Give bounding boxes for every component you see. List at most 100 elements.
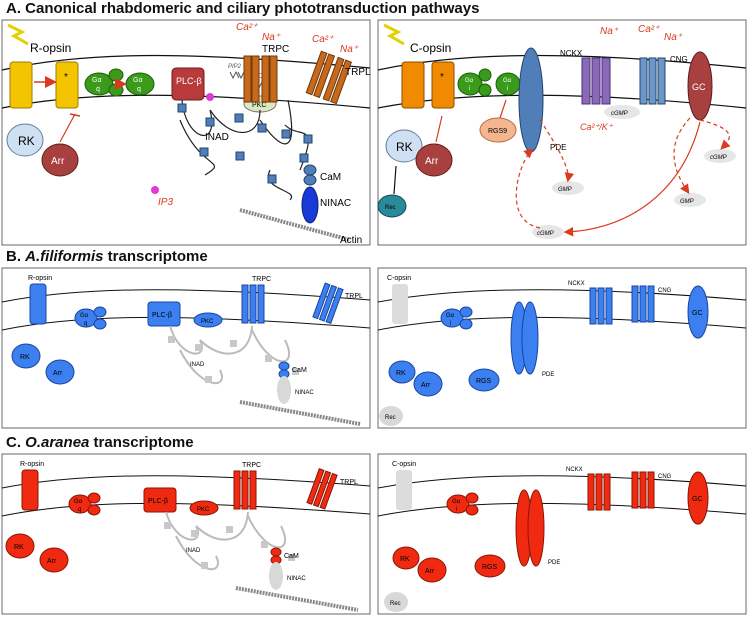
c-rk-c-label: RK (400, 556, 410, 563)
section-c-species: O.aranea (25, 434, 90, 451)
gi-sub: i (469, 86, 470, 92)
inad-label: INAD (205, 132, 229, 143)
c-rk (5, 533, 35, 559)
trpl-channel (330, 59, 353, 105)
c-rgs (474, 554, 506, 578)
c-c-opsin (396, 470, 412, 510)
b-cng (647, 285, 655, 323)
b-cam-label: CaM (292, 367, 307, 374)
rk-c-label: RK (396, 140, 413, 154)
rgs9 (479, 117, 517, 143)
panel-b-rhabdomeric: R-opsin Gα q PLC-β PKC TRPC TRPL INAD Ca… (1, 267, 371, 429)
section-b-species: A.filiformis (25, 248, 104, 265)
light-icon (7, 23, 29, 46)
c-c-opsin-label: C-opsin (392, 461, 416, 468)
b-nckx-label: NCKX (568, 281, 585, 287)
arr-label: Arr (51, 156, 65, 167)
r-opsin-star: * (64, 72, 68, 83)
section-b-title: B. A.filiformis transcriptome (6, 248, 208, 265)
trpl-na: Na⁺ (340, 44, 359, 55)
b-rk (11, 343, 41, 369)
trpl-label: TRPL (345, 67, 371, 78)
c-rec-label: Rec (390, 601, 401, 607)
ip3-dot (151, 186, 159, 194)
c-gi (465, 504, 479, 516)
gq-label: Gα (92, 77, 102, 84)
c-plcb (143, 487, 177, 513)
panel-a-ciliary: C-opsin * Gα i Gα i PDE NCKX Na⁺ Ca²⁺/K⁺… (377, 19, 747, 246)
cam-label: CaM (320, 172, 341, 183)
c-nckx-label: NCKX (566, 467, 583, 473)
c-trpc-label: TRPC (242, 462, 261, 469)
pkc-label: PKC (252, 102, 266, 109)
actin-label: Actin (340, 235, 362, 246)
c-ninac-label: NINAC (287, 576, 306, 582)
b-gq-sub: q (84, 321, 87, 327)
gi-label: Gα (465, 78, 474, 84)
c-rk-c (392, 546, 420, 570)
c-trpl-label: TRPL (340, 479, 358, 486)
b-gq-label: Gα (80, 313, 89, 319)
c-cng-label: CNG (658, 474, 672, 480)
c-cam-label: CaM (284, 553, 299, 560)
section-a-text: Canonical rhabdomeric and ciliary photot… (25, 0, 480, 17)
section-c-text: transcriptome (89, 434, 194, 451)
c-r-opsin-label: R-opsin (20, 461, 44, 468)
trpc-ca: Ca²⁺ (236, 22, 258, 33)
gq-active-label: Gα (133, 77, 143, 84)
panel-a-rhabdomeric: R-opsin * Gα q Gα q PLC-β PIP2 DAG PKC I… (1, 19, 371, 246)
b-plcb (147, 301, 181, 327)
rec (377, 194, 407, 218)
c-rec (384, 592, 408, 612)
c-rgs-label: RGS (482, 564, 498, 571)
b-pde-label: PDE (542, 372, 554, 378)
c-pde (527, 489, 545, 567)
pip2-label: PIP2 (228, 64, 242, 70)
gi-active-sub: i (507, 86, 508, 92)
b-r-opsin (29, 283, 47, 325)
r-opsin-right (55, 61, 79, 109)
trpl-ca: Ca²⁺ (312, 34, 334, 45)
trpc-na: Na⁺ (262, 32, 281, 43)
b-ninac-label: NINAC (295, 390, 314, 396)
c-plcb-label: PLC-β (148, 498, 168, 505)
c-inad-label: INAD (186, 548, 201, 554)
cng-label: CNG (670, 55, 688, 64)
c-gc (687, 471, 709, 525)
gi-active-label: Gα (503, 78, 512, 84)
rk-label: RK (18, 134, 35, 148)
b-plcb-label: PLC-β (152, 312, 172, 319)
c-r-opsin (21, 469, 39, 511)
cng-ca: Ca²⁺ (638, 24, 660, 35)
ip3-label: IP3 (158, 197, 173, 208)
c-arr-label: Arr (47, 558, 57, 565)
c-opsin-label: C-opsin (410, 41, 451, 55)
section-a-letter: A. (6, 0, 21, 17)
rec-label: Rec (385, 205, 396, 211)
b-rec-label: Rec (385, 415, 396, 421)
c-rk-label: RK (14, 544, 24, 551)
ninac-label: NINAC (320, 198, 351, 209)
section-c-title: C. O.aranea transcriptome (6, 434, 194, 451)
nckx-label: NCKX (560, 49, 583, 58)
plc-beta (171, 67, 205, 101)
b-trpc-label: TRPC (252, 276, 271, 283)
b-rk-label: RK (20, 354, 30, 361)
section-b-letter: B. (6, 248, 21, 265)
light-icon-c (383, 23, 405, 46)
c-gc-label: GC (692, 496, 703, 503)
cgmp-3: cGMP (537, 231, 554, 237)
c-gi-label: Gα (452, 499, 461, 505)
nckx-na: Na⁺ (600, 26, 619, 37)
inad-domain (267, 174, 277, 184)
b-trpc (257, 284, 265, 324)
c-trpc (249, 470, 257, 510)
panel-c-rhabdomeric: R-opsin Gα q PLC-β PKC TRPC TRPL INAD Ca… (1, 453, 371, 615)
c-arr-c (417, 557, 447, 583)
cgmp-2: cGMP (710, 155, 727, 161)
c-gq-sub: q (78, 507, 81, 513)
arr-c-label: Arr (425, 156, 439, 167)
c-nckx (603, 473, 611, 511)
cng-na: Na⁺ (664, 32, 683, 43)
